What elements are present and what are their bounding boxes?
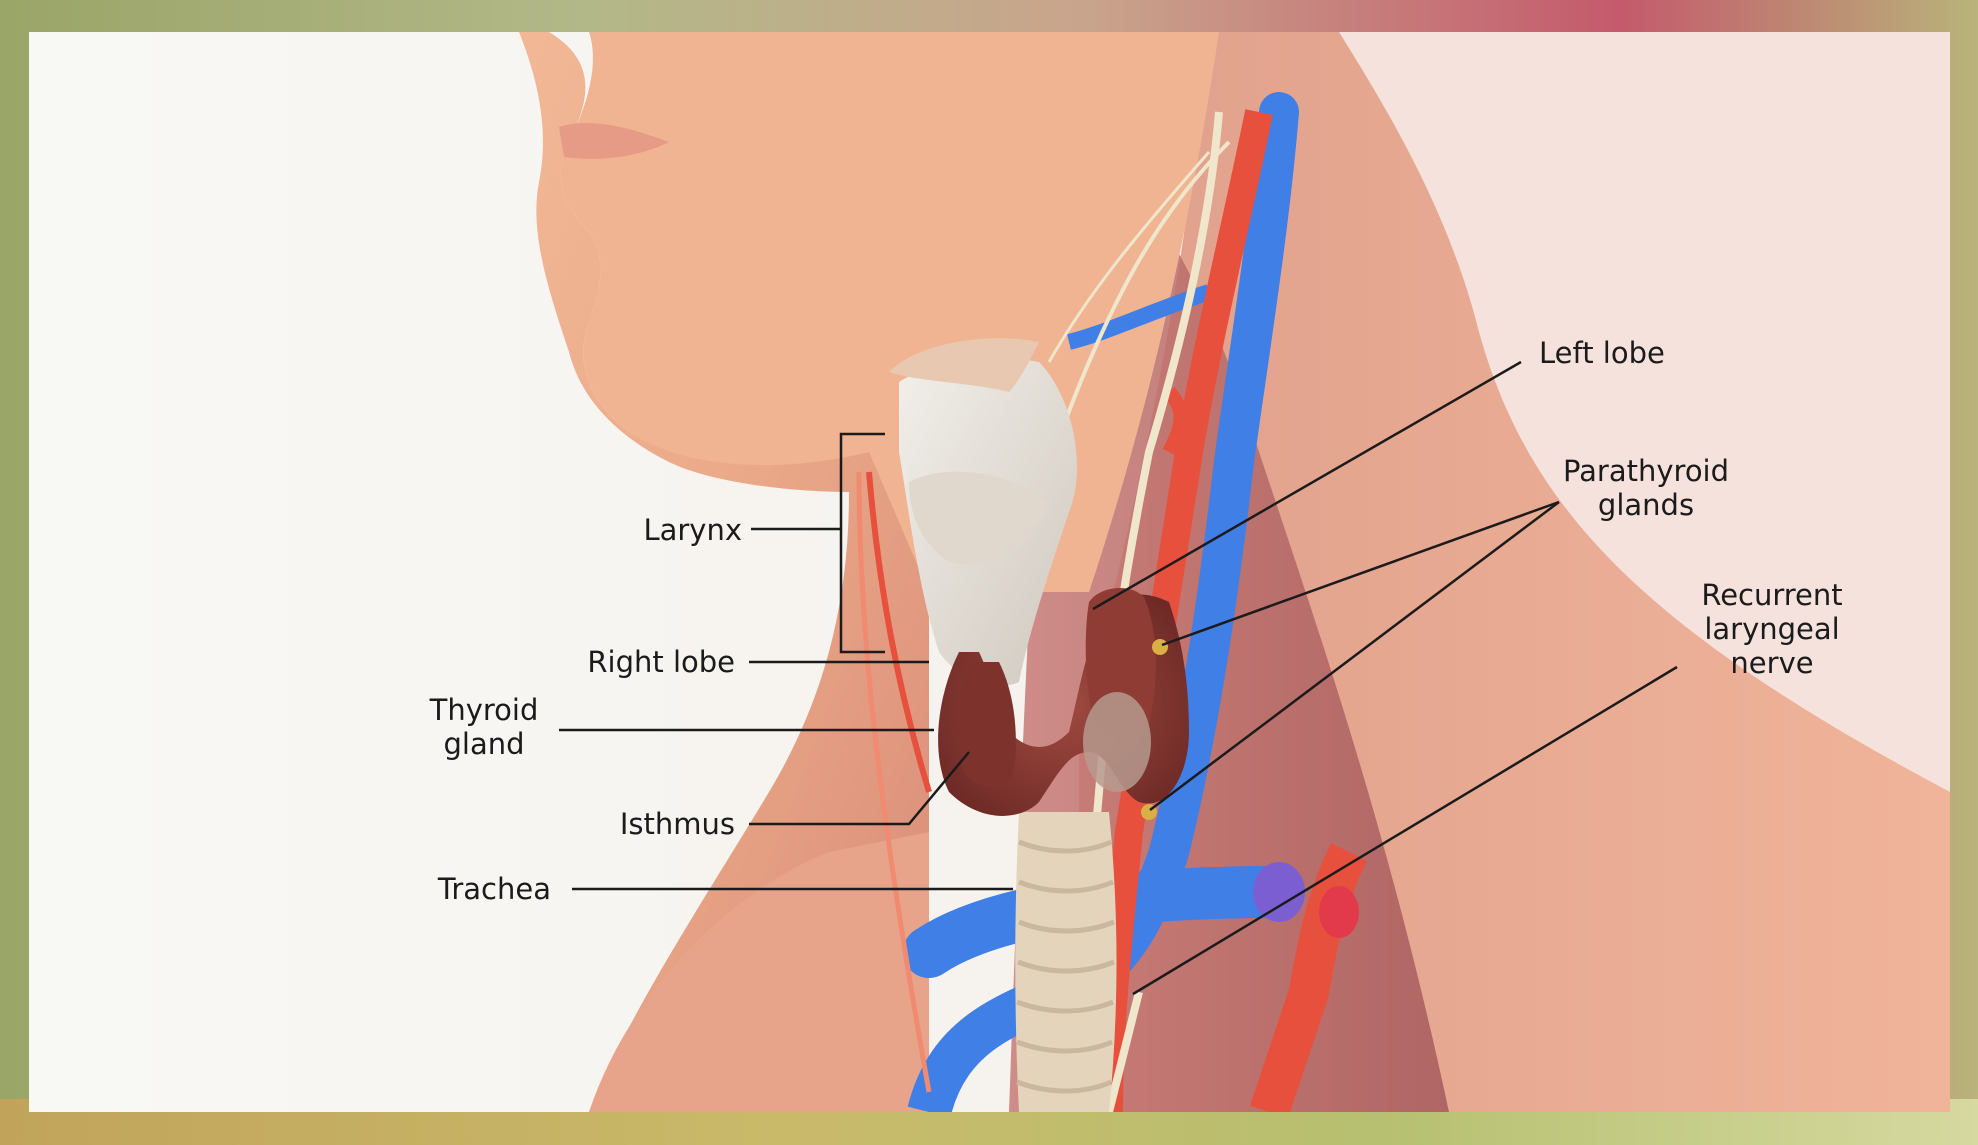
neck-anatomy-diagram: Larynx Right lobe Thyroid gland Isthmus … [29,32,1950,1112]
recurrent-laryngeal-nerve-lower [1105,991,1143,1112]
larynx-bracket [839,432,885,654]
leader-lines [559,360,1678,996]
hyoid-bone [889,338,1039,392]
cricoid-cartilage [909,471,1049,565]
label-larynx: Larynx [643,513,742,547]
label-recurrent-1: Recurrent [1701,578,1842,612]
face-front-skin [519,32,929,1112]
isthmus-leader [749,751,970,826]
label-recurrent-3: nerve [1730,646,1813,680]
right-lobe [958,662,1016,787]
external-jugular [856,471,932,1093]
label-parathyroid-1: Parathyroid [1563,454,1729,488]
label-left-lobe: Left lobe [1539,336,1665,370]
left-lobe-leader [1092,360,1522,611]
artery-branch [1162,387,1188,456]
label-thyroid-gland-2: gland [443,727,524,761]
label-parathyroid-2: glands [1598,488,1694,522]
parathyroid-leader-lower [1149,501,1560,811]
subclavian-vein-opening [1253,862,1305,922]
superficial-artery [866,471,932,793]
label-isthmus: Isthmus [620,807,735,841]
recurrent-nerve-leader [1132,665,1678,996]
parathyroid-gland-upper [1152,639,1168,655]
trachea [1015,812,1117,1112]
superior-laryngeal-nerve [1047,151,1211,363]
label-right-lobe: Right lobe [587,645,735,679]
label-trachea: Trachea [437,872,551,906]
lips [559,122,669,159]
parathyroid-leader-upper [1161,500,1560,647]
artery-opening [1319,886,1359,938]
trachea-rings [1016,839,1115,1094]
label-thyroid-gland-1: Thyroid [429,693,539,727]
thyroid-nodule [1083,692,1151,792]
illustration-canvas: Larynx Right lobe Thyroid gland Isthmus … [29,32,1950,1112]
label-recurrent-2: laryngeal [1704,612,1839,646]
shoulder-skin [589,832,929,1112]
background-right [1319,32,1950,812]
